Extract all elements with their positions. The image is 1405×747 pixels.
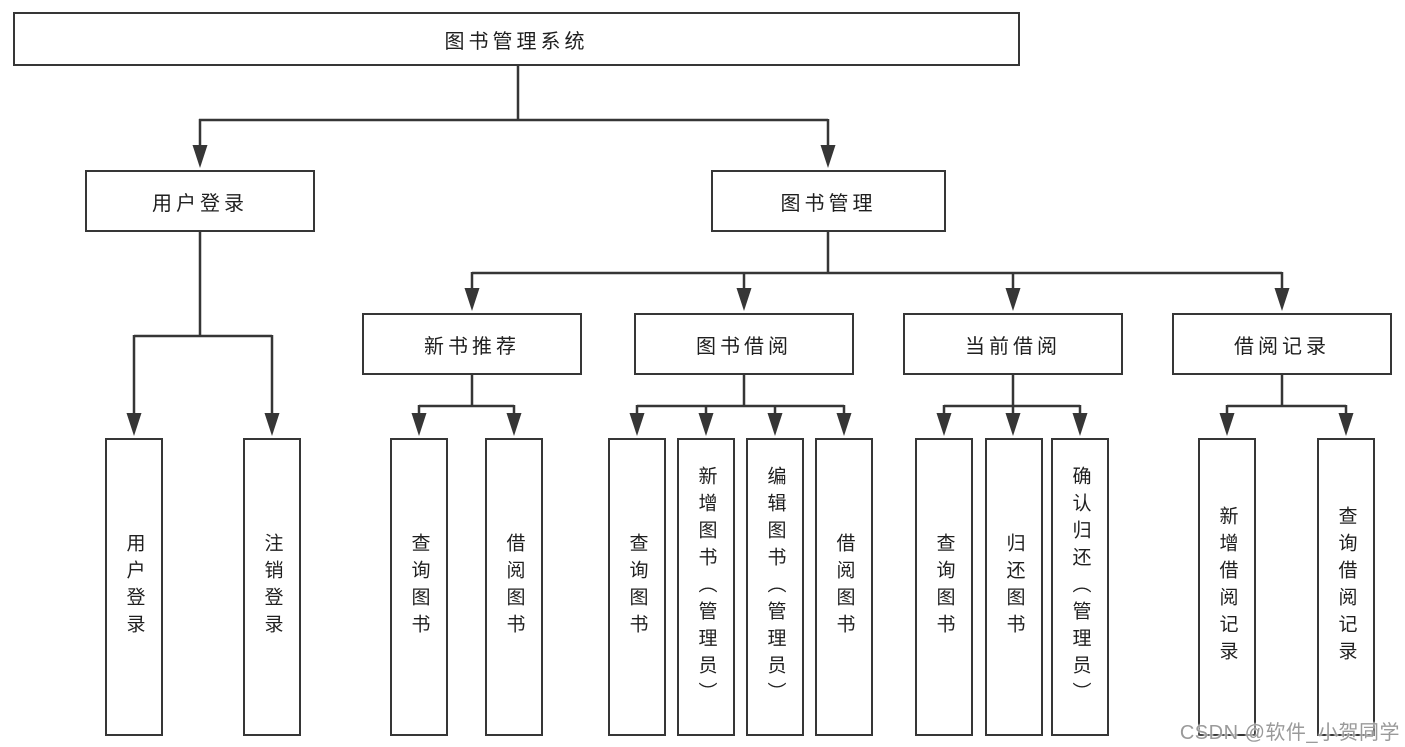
node-borrow-records: 借阅记录 [1172, 313, 1392, 375]
connector-bookmgmt-bar [470, 232, 1284, 295]
leaf-user-login: 用户登录 [105, 438, 163, 736]
node-user-login: 用户登录 [85, 170, 315, 232]
leaf-query-books-current-label: 查询图书 [933, 533, 955, 641]
leaf-query-books-current: 查询图书 [915, 438, 973, 736]
connector-currentborrow-group [942, 375, 1082, 420]
node-book-borrow: 图书借阅 [634, 313, 854, 375]
connector-newbook-group [417, 375, 516, 420]
arrowheads [126, 145, 1354, 436]
node-current-borrow-label: 当前借阅 [965, 335, 1061, 358]
node-new-book-recommend: 新书推荐 [362, 313, 582, 375]
leaf-add-borrow-record-label: 新增借阅记录 [1216, 506, 1238, 668]
leaf-edit-book-admin: 编辑图书（管理员） [746, 438, 804, 736]
leaf-confirm-return-admin-label: 确认归还（管理员） [1069, 465, 1091, 709]
leaf-logout-label: 注销登录 [261, 533, 283, 641]
connector-records-group [1225, 375, 1348, 420]
node-library-management-system: 图书管理系统 [13, 12, 1020, 66]
leaf-add-borrow-record: 新增借阅记录 [1198, 438, 1256, 736]
leaf-logout: 注销登录 [243, 438, 301, 736]
connector-root-bar [198, 66, 830, 150]
node-book-management: 图书管理 [711, 170, 946, 232]
leaf-add-book-admin: 新增图书（管理员） [677, 438, 735, 736]
connector-userlogin-group [132, 232, 274, 420]
leaf-query-books-borrow-label: 查询图书 [626, 533, 648, 641]
leaf-query-borrow-record-label: 查询借阅记录 [1335, 506, 1357, 668]
leaf-borrow-books-recommend: 借阅图书 [485, 438, 543, 736]
leaf-confirm-return-admin: 确认归还（管理员） [1051, 438, 1109, 736]
node-borrow-records-label: 借阅记录 [1234, 335, 1330, 358]
leaf-query-borrow-record: 查询借阅记录 [1317, 438, 1375, 736]
leaf-return-book: 归还图书 [985, 438, 1043, 736]
connector-bookborrow-group [635, 375, 846, 420]
leaf-borrow-books-recommend-label: 借阅图书 [503, 533, 525, 641]
leaf-query-books-recommend-label: 查询图书 [408, 533, 430, 641]
watermark: CSDN @软件_小贺同学 [1179, 722, 1400, 744]
node-new-book-recommend-label: 新书推荐 [424, 335, 520, 358]
node-user-login-label: 用户登录 [152, 192, 248, 215]
leaf-query-books-recommend: 查询图书 [390, 438, 448, 736]
node-book-borrow-label: 图书借阅 [696, 335, 792, 358]
node-library-management-system-label: 图书管理系统 [444, 30, 589, 53]
leaf-borrow-books-label: 借阅图书 [833, 533, 855, 641]
leaf-user-login-label: 用户登录 [123, 533, 145, 641]
leaf-return-book-label: 归还图书 [1003, 533, 1025, 641]
node-current-borrow: 当前借阅 [903, 313, 1123, 375]
leaf-borrow-books: 借阅图书 [815, 438, 873, 736]
leaf-add-book-admin-label: 新增图书（管理员） [695, 465, 717, 709]
leaf-query-books-borrow: 查询图书 [608, 438, 666, 736]
node-book-management-label: 图书管理 [780, 192, 877, 215]
leaf-edit-book-admin-label: 编辑图书（管理员） [764, 465, 786, 709]
